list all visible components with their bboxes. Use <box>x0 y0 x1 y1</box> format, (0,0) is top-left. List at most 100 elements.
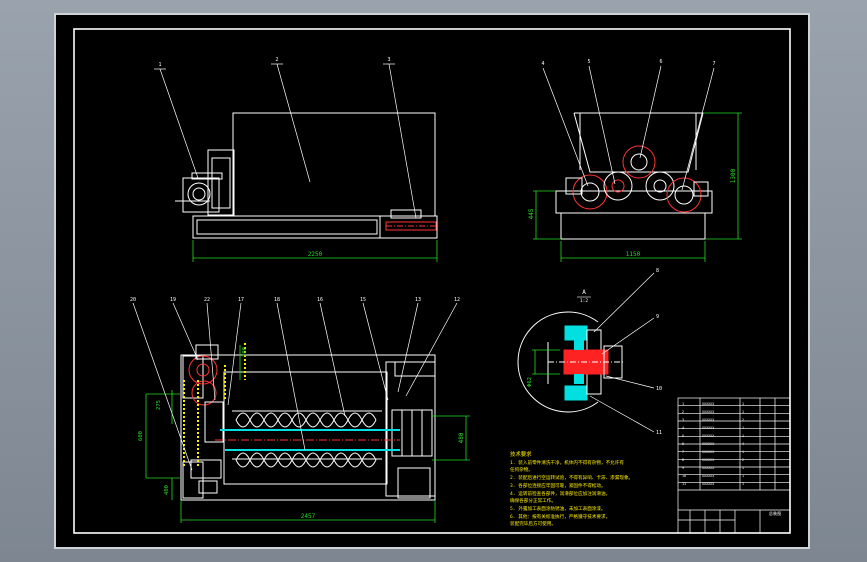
top-left-dim-4: 100 <box>242 347 248 357</box>
top-left-dim-1: 275 <box>156 400 162 410</box>
drawing-sheet <box>54 13 810 549</box>
top-view-chain <box>183 343 246 468</box>
top-label-17: 17 <box>238 297 244 303</box>
svg-text:1: 1 <box>742 466 744 470</box>
svg-text:1: 1 <box>742 426 744 430</box>
detail-outline <box>517 311 599 413</box>
detail-leaders <box>589 272 655 433</box>
svg-text:1: 1 <box>742 450 744 454</box>
side-roller-3 <box>622 145 656 179</box>
svg-text:3: 3 <box>682 418 684 422</box>
side-roller-4 <box>645 171 675 201</box>
detail-dims <box>532 349 560 375</box>
svg-text:1: 1 <box>742 434 744 438</box>
side-label-6: 6 <box>659 59 662 65</box>
detail-label-11: 11 <box>656 430 662 436</box>
top-view-screws <box>215 410 400 468</box>
side-roller-2 <box>603 171 633 201</box>
side-roller-1 <box>572 174 608 210</box>
drawing-border <box>73 28 791 534</box>
top-label-16: 16 <box>317 297 323 303</box>
svg-text:XXXXXX: XXXXXX <box>702 482 715 486</box>
svg-text:7: 7 <box>682 450 684 454</box>
side-view <box>555 112 713 240</box>
top-label-12: 12 <box>454 297 460 303</box>
front-leaders <box>154 63 417 219</box>
side-roller-5 <box>666 177 702 213</box>
svg-text:2: 2 <box>742 418 744 422</box>
top-label-18: 18 <box>274 297 280 303</box>
screw-upper <box>235 412 377 428</box>
svg-text:1: 1 <box>742 402 744 406</box>
svg-text:2: 2 <box>682 410 684 414</box>
notes-line: 任何杂物。 <box>510 466 533 473</box>
top-leaders <box>132 302 458 471</box>
front-view <box>175 112 438 239</box>
svg-text:4: 4 <box>742 442 744 446</box>
front-width-dim: 2250 <box>308 251 323 258</box>
svg-text:1: 1 <box>742 482 744 486</box>
detail-label-8: 8 <box>656 268 659 274</box>
svg-text:XXXXXX: XXXXXX <box>702 426 715 430</box>
detail-diameter-dim: Φ62 <box>527 377 533 387</box>
detail-scale: 1:2 <box>580 298 588 304</box>
front-base <box>192 215 438 239</box>
notes-line: 3. 各部位连接应牢固可靠，紧固件不得松动。 <box>510 482 606 489</box>
front-view-dims <box>192 240 438 262</box>
side-hopper <box>573 112 704 173</box>
svg-text:6: 6 <box>682 442 684 446</box>
svg-text:5: 5 <box>682 434 684 438</box>
notes-line: 2. 装配后进行空运转试验，不得有异响、卡滞、渗漏现象。 <box>510 474 633 481</box>
top-label-19: 19 <box>170 297 176 303</box>
side-label-4: 4 <box>541 61 544 67</box>
front-label-3: 3 <box>387 57 390 63</box>
side-lower-height-dim: 445 <box>528 208 535 219</box>
detail-label-10: 10 <box>656 386 662 392</box>
top-right-dim: 480 <box>458 432 465 443</box>
svg-text:XXXXXX: XXXXXX <box>702 450 715 454</box>
svg-text:1: 1 <box>742 474 744 478</box>
notes-line: 确保各部分正常工作。 <box>510 497 556 504</box>
svg-text:4: 4 <box>682 426 684 430</box>
technical-notes: 技术要求 1. 装入前零件清洗干净，机体内不得有杂物，不允许有 任何杂物。 2.… <box>510 450 633 527</box>
screw-lower <box>235 452 377 468</box>
svg-text:XXXXXX: XXXXXX <box>702 410 715 414</box>
svg-text:1: 1 <box>682 402 684 406</box>
top-label-13: 13 <box>415 297 421 303</box>
top-view <box>180 354 436 501</box>
drawing-name: 总装图 <box>769 510 782 517</box>
svg-text:9: 9 <box>682 466 684 470</box>
svg-text:XXXXXX: XXXXXX <box>702 402 715 406</box>
top-label-15: 15 <box>360 297 366 303</box>
svg-text:XXXXXX: XXXXXX <box>702 434 715 438</box>
side-leaders <box>542 65 715 191</box>
front-label-1: 1 <box>158 62 161 68</box>
top-view-dims <box>145 345 470 523</box>
svg-text:2: 2 <box>742 458 744 462</box>
top-view-drive <box>182 344 224 499</box>
svg-text:XXXXXX: XXXXXX <box>702 442 715 446</box>
svg-text:8: 8 <box>682 458 684 462</box>
top-label-22: 22 <box>204 297 210 303</box>
side-label-7: 7 <box>712 61 715 67</box>
detail-label-9: 9 <box>656 314 659 320</box>
svg-text:XXXXXX: XXXXXX <box>702 474 715 478</box>
notes-line: 装配完毕后方可使用。 <box>510 520 556 527</box>
svg-text:11: 11 <box>682 482 686 486</box>
notes-line: 1. 装入前零件清洗干净，机体内不得有杂物，不允许有 <box>510 459 624 466</box>
notes-line: 5. 外露加工表面涂防锈油，未加工表面涂漆。 <box>510 505 606 512</box>
svg-text:XXXXXX: XXXXXX <box>702 458 715 462</box>
side-label-5: 5 <box>587 59 590 65</box>
notes-line: 4. 运转前检查各部件，润滑部位应加注润滑油， <box>510 490 610 497</box>
detail-label: A <box>582 289 586 296</box>
side-width-dim: 1150 <box>626 251 641 258</box>
notes-line: 6. 其他：按有关标准执行，严格遵守技术要求， <box>510 513 610 520</box>
svg-text:10: 10 <box>682 474 686 478</box>
top-left-dim-3: 400 <box>164 485 170 495</box>
side-view-dims <box>533 112 742 262</box>
top-label-20: 20 <box>130 297 136 303</box>
svg-text:XXXXXX: XXXXXX <box>702 418 715 422</box>
svg-text:1: 1 <box>742 410 744 414</box>
